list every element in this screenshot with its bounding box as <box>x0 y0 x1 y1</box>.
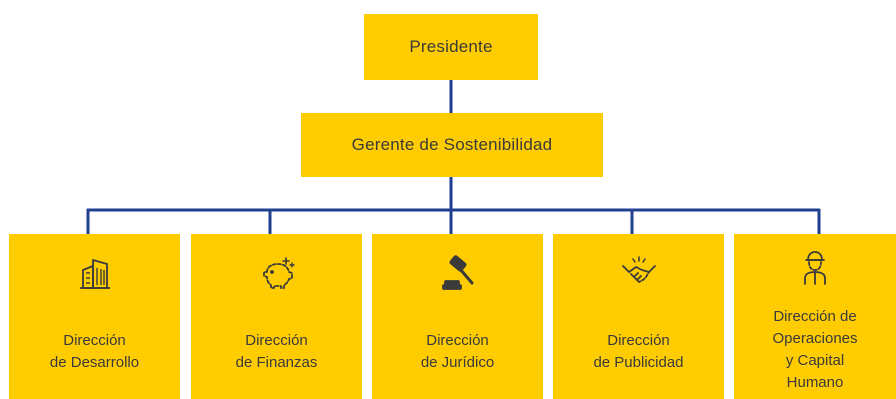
department-box-juridico: Dirección de Jurídico <box>372 234 543 399</box>
department-label: Dirección de Publicidad <box>593 332 684 371</box>
department-label: Dirección de Finanzas <box>235 332 318 371</box>
manager-box: Gerente de Sostenibilidad <box>301 113 603 177</box>
department-label: Dirección de Operaciones y Capital Human… <box>772 308 858 391</box>
department-box-operaciones: Dirección de Operaciones y Capital Human… <box>734 234 896 399</box>
worker-icon <box>795 248 835 288</box>
department-box-desarrollo: Dirección de Desarrollo <box>9 234 180 399</box>
department-label: Dirección de Jurídico <box>420 332 495 371</box>
building-icon <box>75 254 115 294</box>
department-box-finanzas: Dirección de Finanzas <box>191 234 362 399</box>
president-label: Presidente <box>409 37 493 56</box>
gavel-icon <box>438 254 478 294</box>
manager-label: Gerente de Sostenibilidad <box>351 135 553 154</box>
department-box-publicidad: Dirección de Publicidad <box>553 234 724 399</box>
handshake-icon <box>619 254 659 294</box>
department-label: Dirección de Desarrollo <box>49 332 140 371</box>
piggy-bank-icon <box>257 254 297 294</box>
president-box: Presidente <box>364 14 538 80</box>
